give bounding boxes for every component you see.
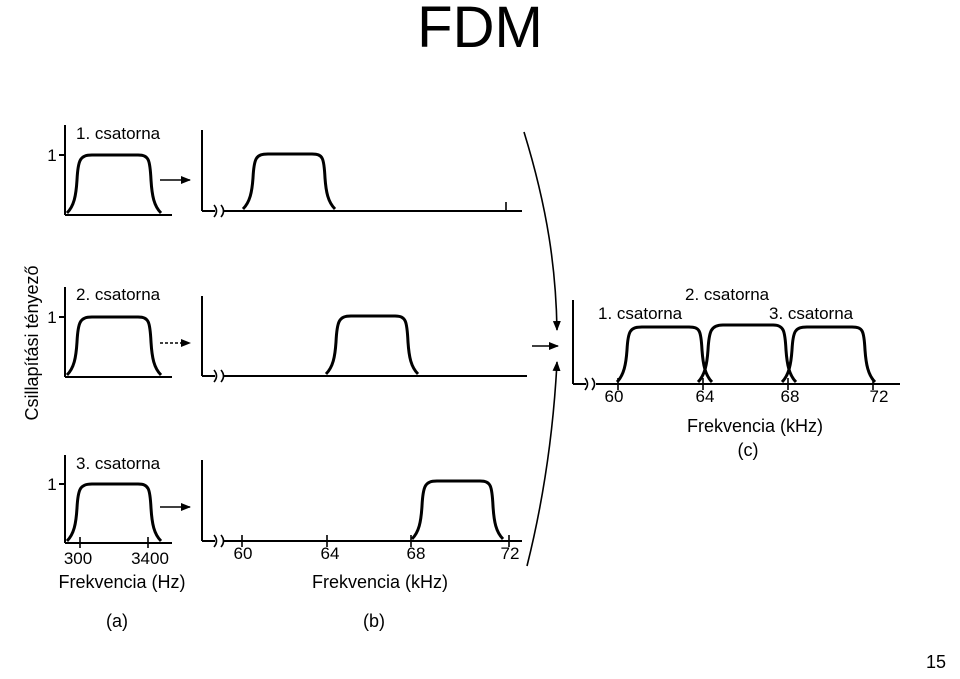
panel-c-caption: (c) — [738, 440, 759, 460]
tick-label-72: 72 — [870, 387, 889, 406]
panel-a-row-3: 1 3. csatorna 300 3400 — [47, 454, 172, 568]
panel-a: 1 1. csatorna 1 2. csatorna 1 3. csatorn… — [47, 124, 185, 631]
combine-arrow-3 — [526, 361, 561, 567]
axis-break-icon — [213, 204, 225, 218]
page-number: 15 — [925, 652, 946, 672]
channel-label-2: 2. csatorna — [685, 285, 770, 304]
channel-label-1: 1. csatorna — [598, 304, 683, 323]
tick-label-68: 68 — [407, 544, 426, 563]
panel-c: 2. csatorna 1. csatorna 3. csatorna 60 6… — [572, 285, 900, 460]
panel-b-xlabel: Frekvencia (kHz) — [312, 572, 448, 592]
tick-label-68: 68 — [781, 387, 800, 406]
unit-tick-label: 1 — [47, 308, 56, 327]
y-axis-label: Csillapítási tényező — [22, 265, 42, 420]
unit-tick-label: 1 — [47, 475, 56, 494]
channel-3-shifted-curve — [410, 479, 505, 541]
panel-b-row-1 — [201, 130, 522, 218]
channel-1-baseband-curve — [65, 153, 163, 215]
tick-label-low: 300 — [64, 549, 92, 568]
tick-label-60: 60 — [605, 387, 624, 406]
channel-1-multiplexed-curve — [615, 325, 714, 384]
channel-label-3: 3. csatorna — [76, 454, 161, 473]
channel-2-multiplexed-curve — [696, 323, 798, 384]
panel-a-row-2: 1 2. csatorna — [47, 285, 172, 378]
unit-tick-label: 1 — [47, 146, 56, 165]
panel-c-xlabel: Frekvencia (kHz) — [687, 416, 823, 436]
channel-label-3: 3. csatorna — [769, 304, 854, 323]
panel-b-caption: (b) — [363, 611, 385, 631]
panel-a-row-1: 1 1. csatorna — [47, 124, 172, 216]
tick-label-64: 64 — [321, 544, 340, 563]
panel-b: 60 64 68 72 Frekvencia (kHz) (b) — [201, 130, 527, 631]
channel-2-baseband-curve — [65, 315, 163, 377]
tick-label-64: 64 — [696, 387, 715, 406]
axis-break-icon — [213, 369, 225, 383]
channel-label-2: 2. csatorna — [76, 285, 161, 304]
slide-title: FDM — [417, 0, 543, 60]
panel-a-caption: (a) — [106, 611, 128, 631]
tick-label-72: 72 — [501, 544, 520, 563]
tick-label-60: 60 — [234, 544, 253, 563]
channel-3-multiplexed-curve — [780, 325, 877, 384]
panel-b-row-3: 60 64 68 72 — [201, 460, 522, 563]
channel-3-baseband-curve — [65, 482, 163, 543]
channel-2-shifted-curve — [324, 314, 420, 376]
panel-b-row-2 — [201, 296, 527, 383]
tick-label-high: 3400 — [131, 549, 169, 568]
axis-break-icon — [213, 534, 225, 548]
channel-label-1: 1. csatorna — [76, 124, 161, 143]
axis-break-icon — [584, 377, 596, 391]
channel-1-shifted-curve — [241, 152, 337, 211]
panel-a-xlabel: Frekvencia (Hz) — [58, 572, 185, 592]
combine-arrow-1 — [523, 131, 561, 331]
